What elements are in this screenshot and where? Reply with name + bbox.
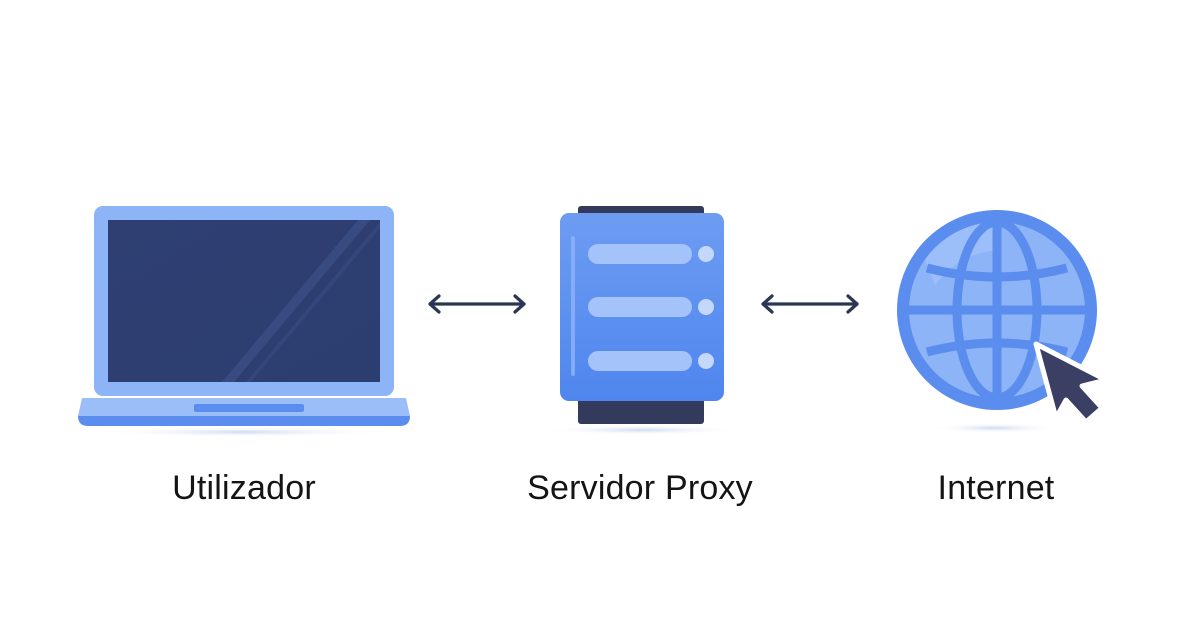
server-icon [542,206,742,435]
node-label-proxy: Servidor Proxy [527,469,753,507]
globe-icon [897,210,1097,433]
node-label-internet: Internet [937,469,1055,507]
double-arrow-icon [428,294,526,314]
node-label-user: Utilizador [172,469,316,507]
cursor-icon [1033,341,1109,425]
laptop-icon [78,206,410,437]
double-arrow-icon [761,294,859,314]
